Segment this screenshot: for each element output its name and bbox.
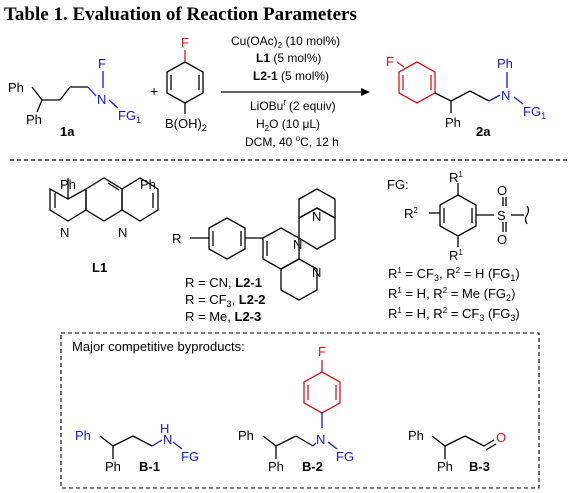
fluoro-label: F — [318, 344, 326, 359]
ph-label: Ph — [445, 115, 461, 130]
nitrogen-label: N — [316, 432, 325, 447]
nitrogen-label: N — [293, 237, 302, 252]
condition-water: H2O (10 μL) — [256, 117, 320, 133]
byproducts-header: Major competitive byproducts: — [72, 339, 245, 354]
byproduct-b3-structure — [431, 435, 497, 459]
byproduct-b2-structure — [262, 360, 341, 459]
r2-label: R2 — [404, 206, 418, 221]
fluorophenylboronic-acid — [166, 50, 204, 114]
oxygen-label: O — [497, 183, 507, 198]
arrow-head — [361, 88, 370, 96]
fg-label: FG1 — [523, 104, 546, 121]
byproduct-label-b2: B-2 — [302, 459, 323, 474]
ph-label: Ph — [8, 80, 24, 95]
fg-definition-label: FG: — [387, 177, 409, 192]
ph-label: Ph — [140, 177, 156, 192]
nitrogen-label: N — [97, 92, 106, 107]
ph-label: Ph — [75, 428, 91, 443]
nitrogen-label: N — [60, 225, 69, 240]
nitrogen-label: N — [312, 209, 321, 224]
fluoro-label: F — [98, 56, 106, 71]
compound-label-1a: 1a — [60, 124, 75, 139]
ph-label: Ph — [268, 459, 284, 474]
ligand-row-l2-1: R = CN, L2-1 — [185, 275, 262, 290]
fluoro-label: F — [181, 35, 189, 50]
fg-label: FG — [336, 449, 354, 464]
compound-label-2a: 2a — [476, 124, 491, 139]
byproduct-b1-structure — [99, 435, 183, 459]
ph-label: Ph — [437, 459, 453, 474]
oxygen-label: O — [496, 430, 506, 445]
r-group-label: R — [172, 231, 181, 246]
sulfur-label: S — [497, 208, 506, 223]
nitrogen-label: N — [501, 88, 510, 103]
ph-label: Ph — [105, 459, 121, 474]
ligand-row-l2-3: R = Me, L2-3 — [185, 309, 261, 324]
fg-def-row-2: R1 = H, R2 = Me (FG2) — [388, 286, 515, 303]
condition-ligand1: L1 (5 mol%) — [256, 51, 321, 65]
product-2a — [396, 61, 524, 113]
fg-def-row-3: R1 = H, R2 = CF3 (FG3) — [388, 306, 520, 323]
oxygen-label: O — [497, 232, 507, 247]
byproducts-box — [60, 332, 540, 489]
ph-label: Ph — [497, 56, 513, 71]
ph-label: Ph — [26, 112, 42, 127]
fg-label: FG1 — [118, 108, 141, 125]
fg-def-row-1: R1 = CF3, R2 = H (FG1) — [388, 266, 520, 283]
condition-ligand2: L2-1 (5 mol%) — [253, 69, 329, 83]
ph-label: Ph — [238, 428, 254, 443]
nitrogen-label: N — [118, 225, 127, 240]
ph-label: Ph — [408, 428, 424, 443]
substrate-1a — [31, 71, 119, 113]
fg-label: FG — [181, 449, 199, 464]
amine-label: H — [160, 421, 169, 436]
condition-base: LiOBut (2 equiv) — [250, 98, 336, 113]
r1-label: R1 — [449, 248, 463, 263]
nitrogen-label: N — [312, 265, 321, 280]
fluoro-label: F — [386, 54, 394, 69]
nitrogen-label: N — [163, 432, 172, 447]
boronic-group: B(OH)2 — [165, 116, 207, 133]
ligand-l2-structure — [190, 188, 336, 301]
byproduct-label-b3: B-3 — [469, 459, 490, 474]
r1-label: R1 — [449, 170, 463, 185]
ligand-label-l1: L1 — [92, 260, 107, 275]
byproduct-label-b1: B-1 — [139, 459, 160, 474]
plus-sign: + — [150, 83, 158, 99]
ligand-l1-structure — [49, 177, 159, 222]
condition-solvent: DCM, 40 oC, 12 h — [245, 134, 339, 149]
table-title: Table 1. Evaluation of Reaction Paramete… — [4, 4, 357, 25]
ph-label: Ph — [60, 177, 76, 192]
ligand-row-l2-2: R = CF3, L2-2 — [185, 292, 266, 309]
condition-catalyst: Cu(OAc)2 (10 mol%) — [231, 34, 340, 50]
fg-aryl-sulfonyl — [429, 183, 530, 247]
